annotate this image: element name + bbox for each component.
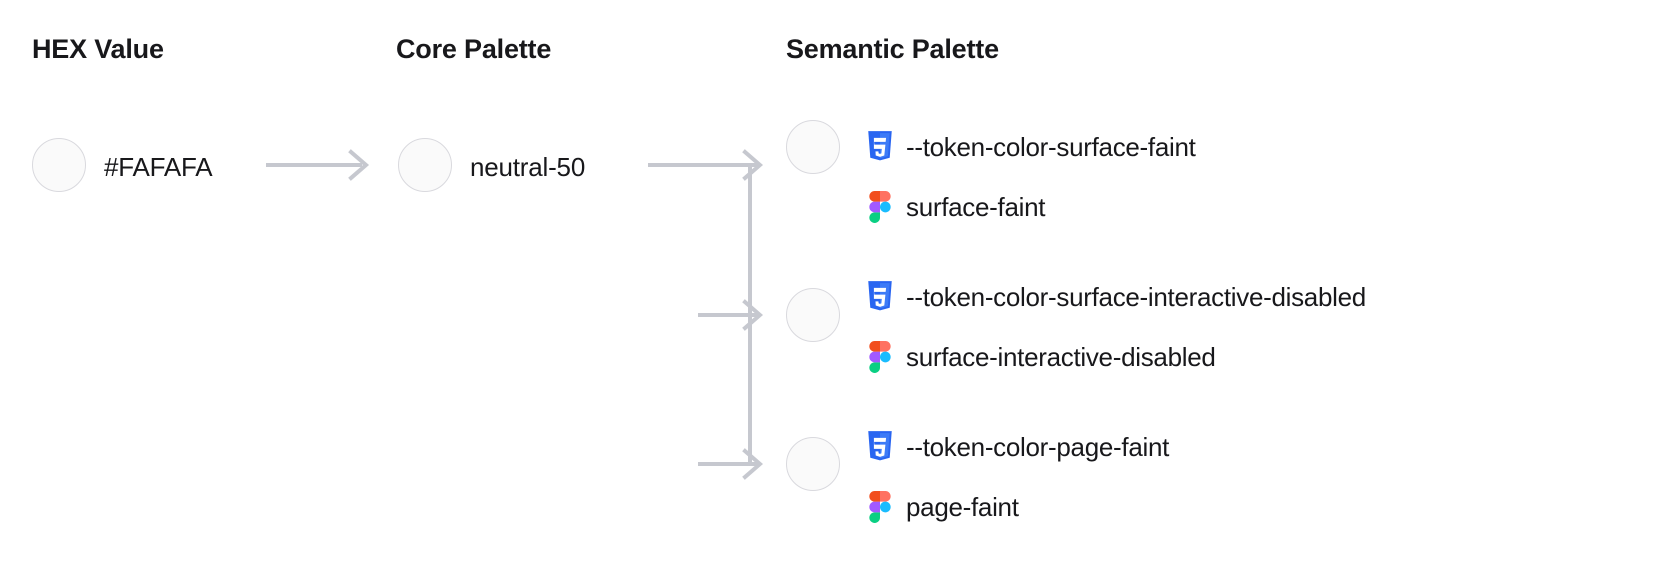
css-token-label: --token-color-page-faint bbox=[906, 432, 1170, 462]
semantic-token-group: --token-color-surface-interactive-disabl… bbox=[866, 267, 1366, 387]
css-token-label: --token-color-surface-faint bbox=[906, 132, 1196, 162]
figma-token-row: surface-interactive-disabled bbox=[866, 327, 1366, 387]
connector-core-to-semantic-trunk bbox=[648, 163, 752, 464]
figma-token-row: surface-faint bbox=[866, 177, 1196, 237]
figma-icon bbox=[869, 341, 891, 373]
arrow-branch-page-faint bbox=[698, 448, 764, 480]
arrow-branch-surface-faint bbox=[742, 149, 764, 181]
swatch-semantic-surface-interactive-disabled bbox=[786, 288, 840, 342]
column-heading-core-palette: Core Palette bbox=[396, 34, 552, 64]
css3-icon bbox=[868, 281, 892, 311]
swatch-core-palette bbox=[398, 138, 452, 192]
figma-token-label: page-faint bbox=[906, 492, 1019, 522]
column-heading-semantic-palette: Semantic Palette bbox=[786, 34, 999, 64]
figma-icon bbox=[869, 191, 891, 223]
css-token-row: --token-color-surface-faint bbox=[866, 117, 1196, 177]
css-token-row: --token-color-page-faint bbox=[866, 417, 1169, 477]
swatch-semantic-page-faint bbox=[786, 437, 840, 491]
css-token-row: --token-color-surface-interactive-disabl… bbox=[866, 267, 1366, 327]
arrow-branch-surface-interactive-disabled bbox=[698, 299, 764, 331]
column-heading-hex-value: HEX Value bbox=[32, 34, 164, 64]
swatch-hex-value bbox=[32, 138, 86, 192]
hex-value-label: #FAFAFA bbox=[104, 152, 213, 182]
css3-icon bbox=[868, 131, 892, 161]
css3-icon bbox=[868, 431, 892, 461]
semantic-token-group: --token-color-page-faint page-faint bbox=[866, 417, 1169, 537]
swatch-semantic-surface-faint bbox=[786, 120, 840, 174]
semantic-token-group: --token-color-surface-faint surface-fain… bbox=[866, 117, 1196, 237]
figma-token-label: surface-faint bbox=[906, 192, 1046, 222]
core-palette-label: neutral-50 bbox=[470, 152, 586, 182]
css-token-label: --token-color-surface-interactive-disabl… bbox=[906, 282, 1366, 312]
figma-token-label: surface-interactive-disabled bbox=[906, 342, 1216, 372]
arrow-hex-to-core bbox=[266, 149, 370, 181]
figma-token-row: page-faint bbox=[866, 477, 1169, 537]
figma-icon bbox=[869, 491, 891, 523]
